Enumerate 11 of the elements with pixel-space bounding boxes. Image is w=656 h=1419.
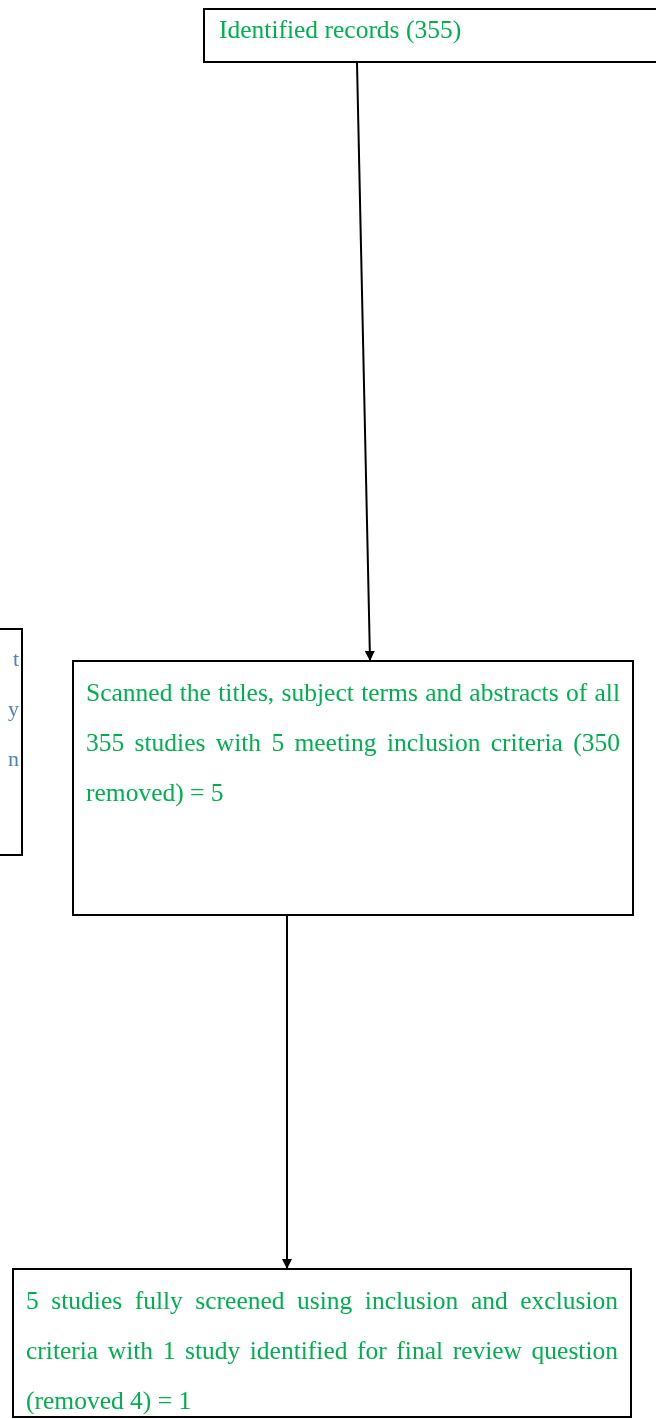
box-text: Identified records (355) <box>219 14 463 46</box>
box-text: 5 studies fully screened using inclusion and exclusion criteria with 1 study identified for final review question (removed 4) = 1 <box>26 1285 618 1417</box>
arrow <box>356 62 375 661</box>
box-text: t <box>12 645 19 673</box>
process-box <box>72 660 634 916</box>
arrow <box>282 915 292 1269</box>
box-text: n <box>8 745 19 773</box>
process-box <box>12 1268 632 1418</box>
process-box <box>203 8 656 63</box>
box-text: y <box>8 695 19 723</box>
box-text: Scanned the titles, subject terms and abstracts of all 355 studies with 5 meeting inclusion criteria (350 removed) = 5 <box>86 677 620 809</box>
